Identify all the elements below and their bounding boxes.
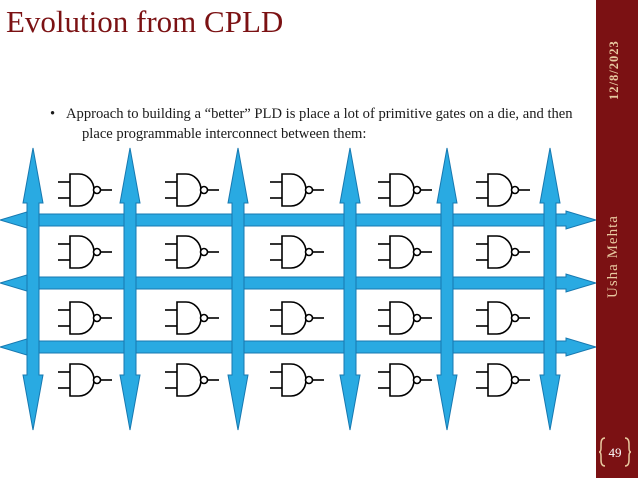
- slide-title: Evolution from CPLD: [6, 4, 284, 39]
- nand-gate: [270, 235, 324, 269]
- nand-gate: [58, 363, 112, 397]
- nand-gate: [378, 235, 432, 269]
- nand-gate: [378, 301, 432, 335]
- nand-gate: [58, 301, 112, 335]
- bullet-text: Approach to building a “better” PLD is p…: [66, 106, 573, 142]
- nand-gate: [378, 363, 432, 397]
- bullet-marker: •: [50, 106, 56, 122]
- nand-gate: [58, 235, 112, 269]
- page-number-bracket: [599, 437, 631, 467]
- vertical-interconnect-arrow: [339, 147, 361, 431]
- nand-gate: [165, 235, 219, 269]
- vertical-interconnect-arrow: [227, 147, 249, 431]
- nand-gate: [165, 363, 219, 397]
- sidebar: [596, 0, 638, 478]
- nand-gate: [58, 173, 112, 207]
- page-number: 49: [608, 445, 622, 460]
- bullet-item: • Approach to building a “better” PLD is…: [50, 104, 595, 144]
- nand-gate: [476, 363, 530, 397]
- nand-gate: [270, 301, 324, 335]
- nand-gate: [165, 301, 219, 335]
- interconnect-diagram: [0, 147, 596, 431]
- nand-gate: [270, 173, 324, 207]
- vertical-interconnects: [22, 147, 561, 431]
- vertical-interconnect-arrow: [119, 147, 141, 431]
- vertical-interconnect-arrow: [539, 147, 561, 431]
- horizontal-interconnect-arrow: [0, 337, 596, 357]
- vertical-interconnect-arrow: [22, 147, 44, 431]
- slide-date: 12/8/2023: [607, 40, 621, 100]
- nand-gate: [378, 173, 432, 207]
- vertical-interconnect-arrow: [436, 147, 458, 431]
- nand-gate: [476, 235, 530, 269]
- gates-layer: [58, 173, 530, 397]
- horizontal-interconnects: [0, 210, 596, 357]
- slide-author: Usha Mehta: [605, 215, 621, 298]
- horizontal-interconnect-arrow: [0, 273, 596, 293]
- nand-gate: [476, 301, 530, 335]
- horizontal-interconnect-arrow: [0, 210, 596, 230]
- nand-gate: [270, 363, 324, 397]
- nand-gate: [476, 173, 530, 207]
- nand-gate: [165, 173, 219, 207]
